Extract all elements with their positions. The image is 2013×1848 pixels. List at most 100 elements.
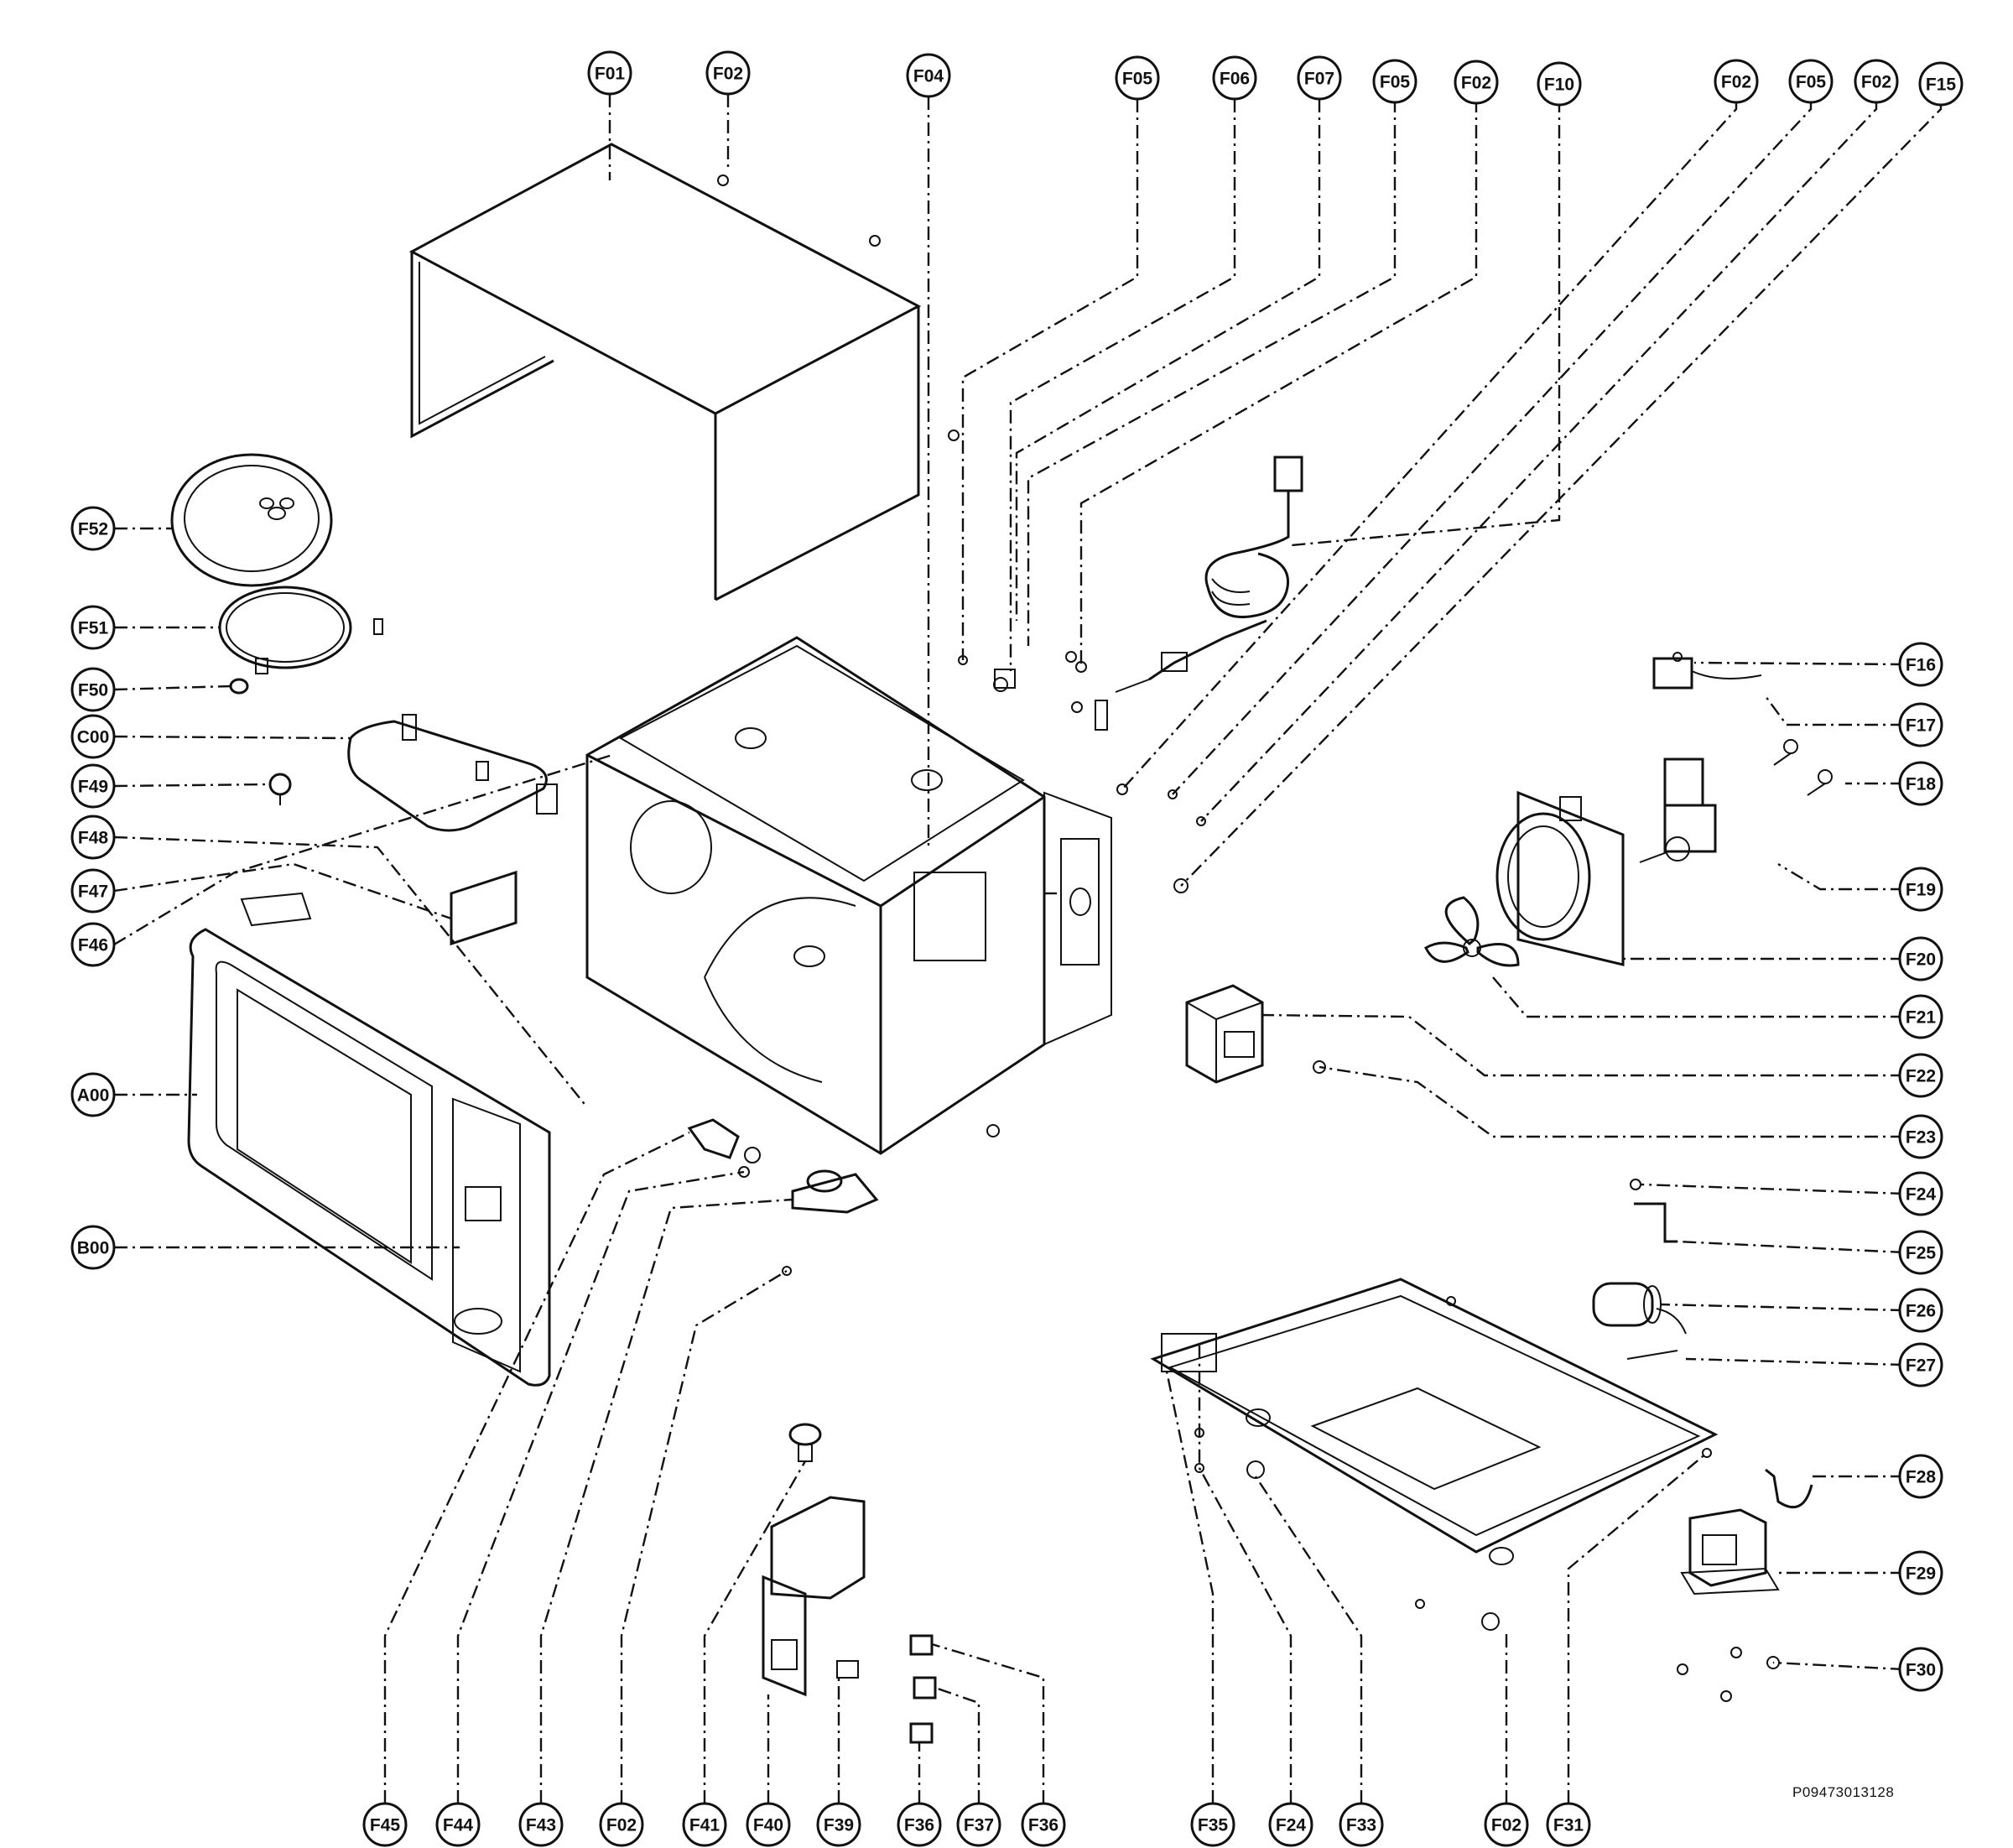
callout-F04: F04 [906,53,951,98]
svg-text:F23: F23 [1906,1128,1936,1148]
callout-F20: F20 [1898,936,1943,981]
svg-text:F24: F24 [1906,1185,1937,1205]
fan-blade-part [1424,896,1520,967]
callout-A00: A00 [70,1072,116,1117]
power-cord-part [1095,455,1303,731]
callout-F02: F02 [705,50,751,96]
svg-text:F04: F04 [913,67,944,86]
svg-text:F17: F17 [1906,716,1936,736]
svg-text:F25: F25 [1906,1244,1937,1263]
thermal-part [1652,652,1762,690]
svg-text:F30: F30 [1906,1661,1936,1680]
svg-text:F45: F45 [370,1816,401,1835]
svg-text:F24: F24 [1276,1816,1307,1835]
callout-F35: F35 [1190,1802,1235,1847]
glass-turntable-part [170,453,333,587]
callout-F06: F06 [1212,55,1257,101]
svg-text:F28: F28 [1906,1468,1937,1487]
leader-lines [113,94,1943,1804]
callout-F17: F17 [1898,702,1943,747]
svg-text:F44: F44 [443,1816,474,1835]
svg-text:C00: C00 [77,728,110,747]
door-latch-part [687,1118,761,1178]
callout-F15: F15 [1918,61,1964,107]
svg-text:F05: F05 [1380,73,1411,92]
door-assembly-part [187,892,551,1387]
callout-F10: F10 [1537,61,1582,107]
callout-F24: F24 [1268,1802,1313,1847]
callout-F31: F31 [1546,1802,1591,1847]
svg-text:F05: F05 [1796,73,1827,92]
svg-text:F16: F16 [1906,656,1936,675]
switch-bracket-part [762,1423,866,1697]
svg-text:F49: F49 [78,778,108,797]
callout-F48: F48 [70,815,116,860]
drawing-code: P09473013128 [1792,1784,1895,1800]
callout-F37: F37 [956,1802,1001,1847]
svg-text:F33: F33 [1346,1816,1376,1835]
svg-text:F10: F10 [1544,75,1574,95]
callout-F18: F18 [1898,761,1943,806]
svg-text:F26: F26 [1906,1302,1936,1321]
svg-text:F21: F21 [1906,1008,1937,1028]
callout-F02: F02 [1454,60,1499,105]
callout-F27: F27 [1898,1342,1943,1387]
svg-text:F36: F36 [904,1816,934,1835]
svg-text:F29: F29 [1906,1564,1936,1584]
callout-F52: F52 [70,506,116,551]
callout-F36: F36 [1021,1802,1066,1847]
callout-F05: F05 [1788,59,1834,104]
callout-F41: F41 [682,1802,727,1847]
callout-F02: F02 [1484,1802,1529,1847]
callout-F25: F25 [1898,1230,1943,1275]
svg-text:F07: F07 [1304,70,1334,89]
microswitches-part [836,1634,937,1744]
callout-C00: C00 [70,714,116,759]
svg-text:F41: F41 [689,1816,720,1835]
svg-text:F36: F36 [1028,1816,1059,1835]
callout-F07: F07 [1297,55,1342,101]
callout-F40: F40 [746,1802,791,1847]
callout-F43: F43 [518,1802,564,1847]
base-plate-part [1150,1278,1719,1631]
callout-F39: F39 [816,1802,861,1847]
svg-text:F06: F06 [1220,70,1250,89]
svg-text:F22: F22 [1906,1067,1936,1086]
callout-F23: F23 [1898,1114,1943,1159]
svg-text:F51: F51 [78,619,109,638]
fan-screws-part [1773,739,1833,796]
capacitor-part [1592,1179,1687,1360]
callout-F05: F05 [1115,55,1160,101]
callout-F21: F21 [1898,994,1943,1039]
svg-text:F39: F39 [824,1816,854,1835]
callout-F16: F16 [1898,642,1943,687]
roller-ring-part [218,586,383,674]
callout-F28: F28 [1898,1454,1943,1499]
callout-F02: F02 [1854,59,1899,104]
callout-F49: F49 [70,763,116,809]
callout-F45: F45 [362,1802,408,1847]
svg-text:B00: B00 [77,1239,110,1258]
svg-text:F31: F31 [1553,1816,1584,1835]
callout-F33: F33 [1339,1802,1384,1847]
base-screws-part [1677,1647,1780,1702]
magnetron-part [1185,984,1326,1084]
waveguide-cover-part [347,714,558,832]
svg-text:F05: F05 [1122,70,1153,89]
svg-text:F43: F43 [526,1816,556,1835]
outer-cabinet-part [408,143,960,601]
svg-text:F40: F40 [753,1816,783,1835]
transformer-part [1680,1508,1780,1596]
svg-text:F50: F50 [78,681,108,700]
callout-F24: F24 [1898,1171,1943,1216]
oven-cavity-part [585,636,1112,1155]
svg-text:F20: F20 [1906,950,1936,970]
callout-F51: F51 [70,605,116,650]
fan-housing-part [1495,790,1625,966]
svg-text:F01: F01 [595,65,626,84]
svg-text:F02: F02 [1461,74,1491,93]
callout-F47: F47 [70,868,116,914]
svg-text:F46: F46 [78,936,108,955]
svg-text:F02: F02 [1721,73,1751,92]
svg-text:F19: F19 [1906,881,1936,900]
